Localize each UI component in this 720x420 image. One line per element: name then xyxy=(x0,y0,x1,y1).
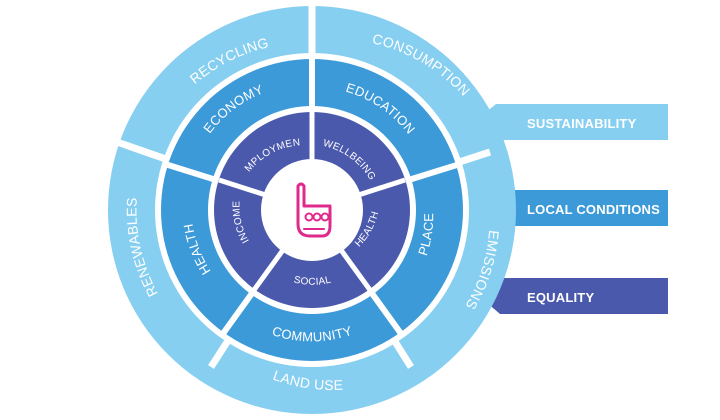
sustainability-label: SUSTAINABILITY xyxy=(527,116,637,131)
center-circle xyxy=(261,159,363,261)
sustainability-bar xyxy=(450,104,668,160)
social-label: SOCIAL xyxy=(293,275,333,288)
community-label: COMMUNITY xyxy=(271,323,354,345)
equality-bar xyxy=(395,216,668,314)
equality-label: EQUALITY xyxy=(527,290,594,305)
hand-logo-icon xyxy=(296,182,332,238)
local-conditions-label: LOCAL CONDITIONS xyxy=(527,202,660,217)
